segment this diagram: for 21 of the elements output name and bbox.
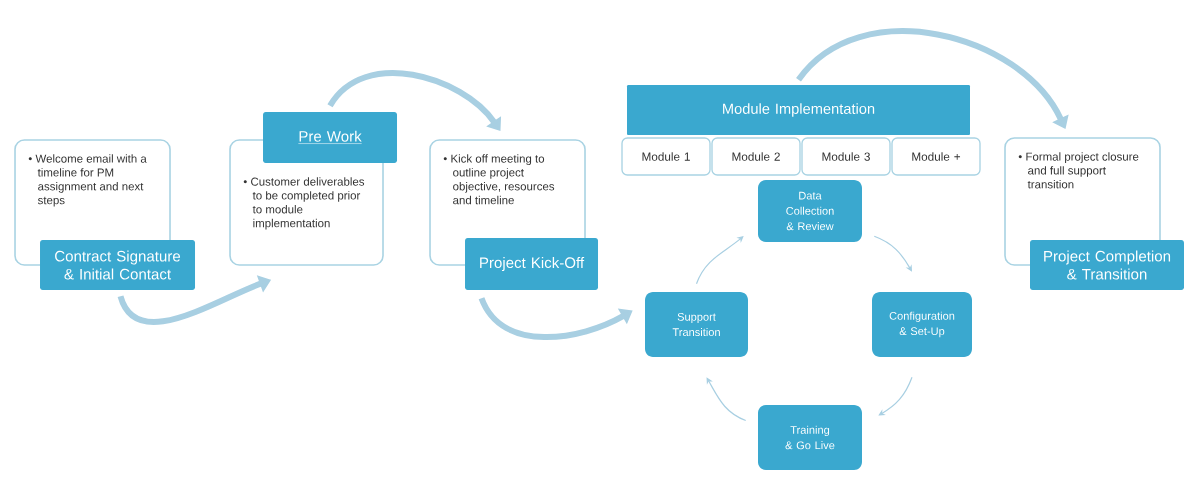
bullet-text: • Kick off meeting to outline project objective, resources and timeline [443, 154, 555, 205]
module-tab: Module + [891, 137, 981, 176]
arrow [706, 377, 747, 422]
stage-heading: Contract Signature & Initial Contact [40, 240, 195, 290]
arrow [695, 236, 744, 285]
module-tab: Module 3 [801, 137, 891, 176]
module-tab: Module 2 [711, 137, 801, 176]
step-box: Support Transition [645, 292, 748, 357]
arrow [873, 235, 912, 272]
bullet-text: • Formal project closure and full support transition [1018, 152, 1139, 189]
stage-heading: Pre Work [263, 112, 397, 163]
bullet-text: • Customer deliverables to be completed prior to module implementation [243, 177, 365, 230]
stage-heading: Project Kick-Off [465, 238, 598, 290]
step-box: Configuration & Set-Up [872, 292, 972, 357]
arrow [878, 376, 913, 416]
bullet-text: • Welcome email with a timeline for PM assignment and next steps [28, 154, 147, 207]
stage-heading: Project Completion & Transition [1030, 240, 1184, 290]
step-box: Data Collection & Review [758, 180, 862, 242]
step-box: Training & Go Live [758, 405, 862, 470]
module-tab: Module 1 [621, 137, 711, 176]
banner-box: Module Implementation [627, 85, 970, 135]
